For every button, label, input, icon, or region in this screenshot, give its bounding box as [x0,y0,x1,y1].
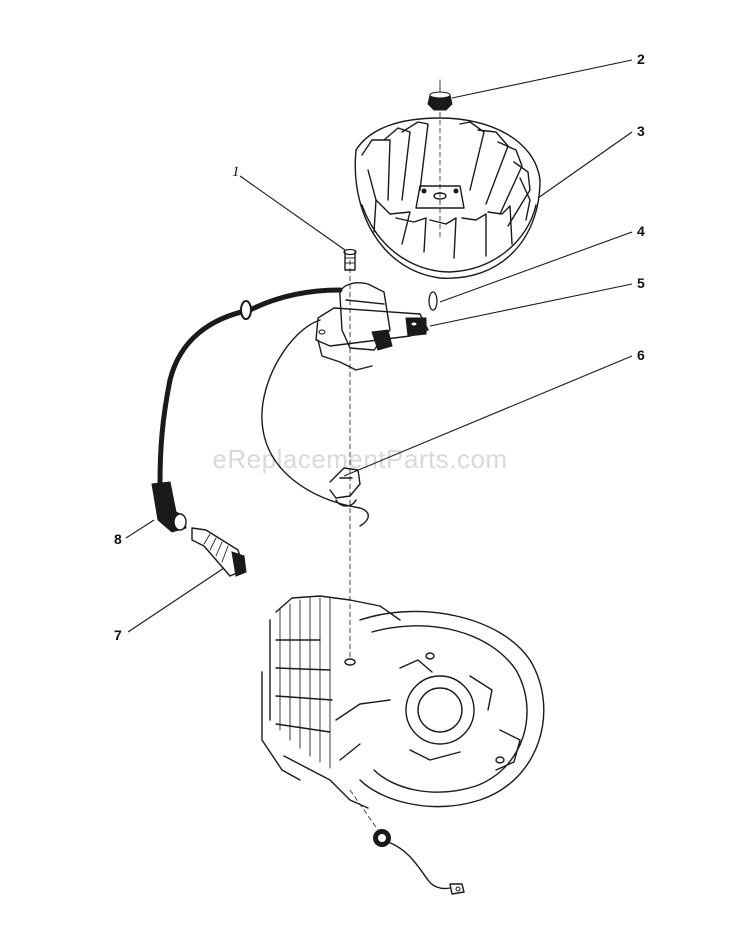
callout-3: 3 [537,123,645,199]
callout-5: 5 [429,275,645,327]
part-spark-plug-lead [157,287,343,487]
callout-label-4: 4 [637,223,645,239]
part-nut [427,79,453,111]
part-flywheel [354,117,541,279]
callout-label-8: 8 [114,531,122,547]
callout-4: 4 [439,223,645,303]
part-screw [343,248,357,271]
callout-label-1: 1 [232,164,240,180]
part-engine-block [261,595,545,809]
callout-label-6: 6 [637,347,645,363]
callout-label-3: 3 [637,123,645,139]
callout-7: 7 [114,567,225,643]
callout-label-2: 2 [637,51,645,67]
part-key [428,291,438,311]
part-ignition-coil [261,282,429,527]
callout-1: 1 [232,164,346,251]
callout-label-5: 5 [637,275,645,291]
callout-2: 2 [451,51,645,99]
part-spark-plug [191,527,247,577]
part-ground-clip [329,467,361,507]
part-spark-plug-boot [151,481,187,533]
callout-label-7: 7 [114,627,122,643]
part-grommet-wire [349,789,465,895]
callout-8: 8 [114,519,155,547]
callout-6: 6 [343,347,645,477]
